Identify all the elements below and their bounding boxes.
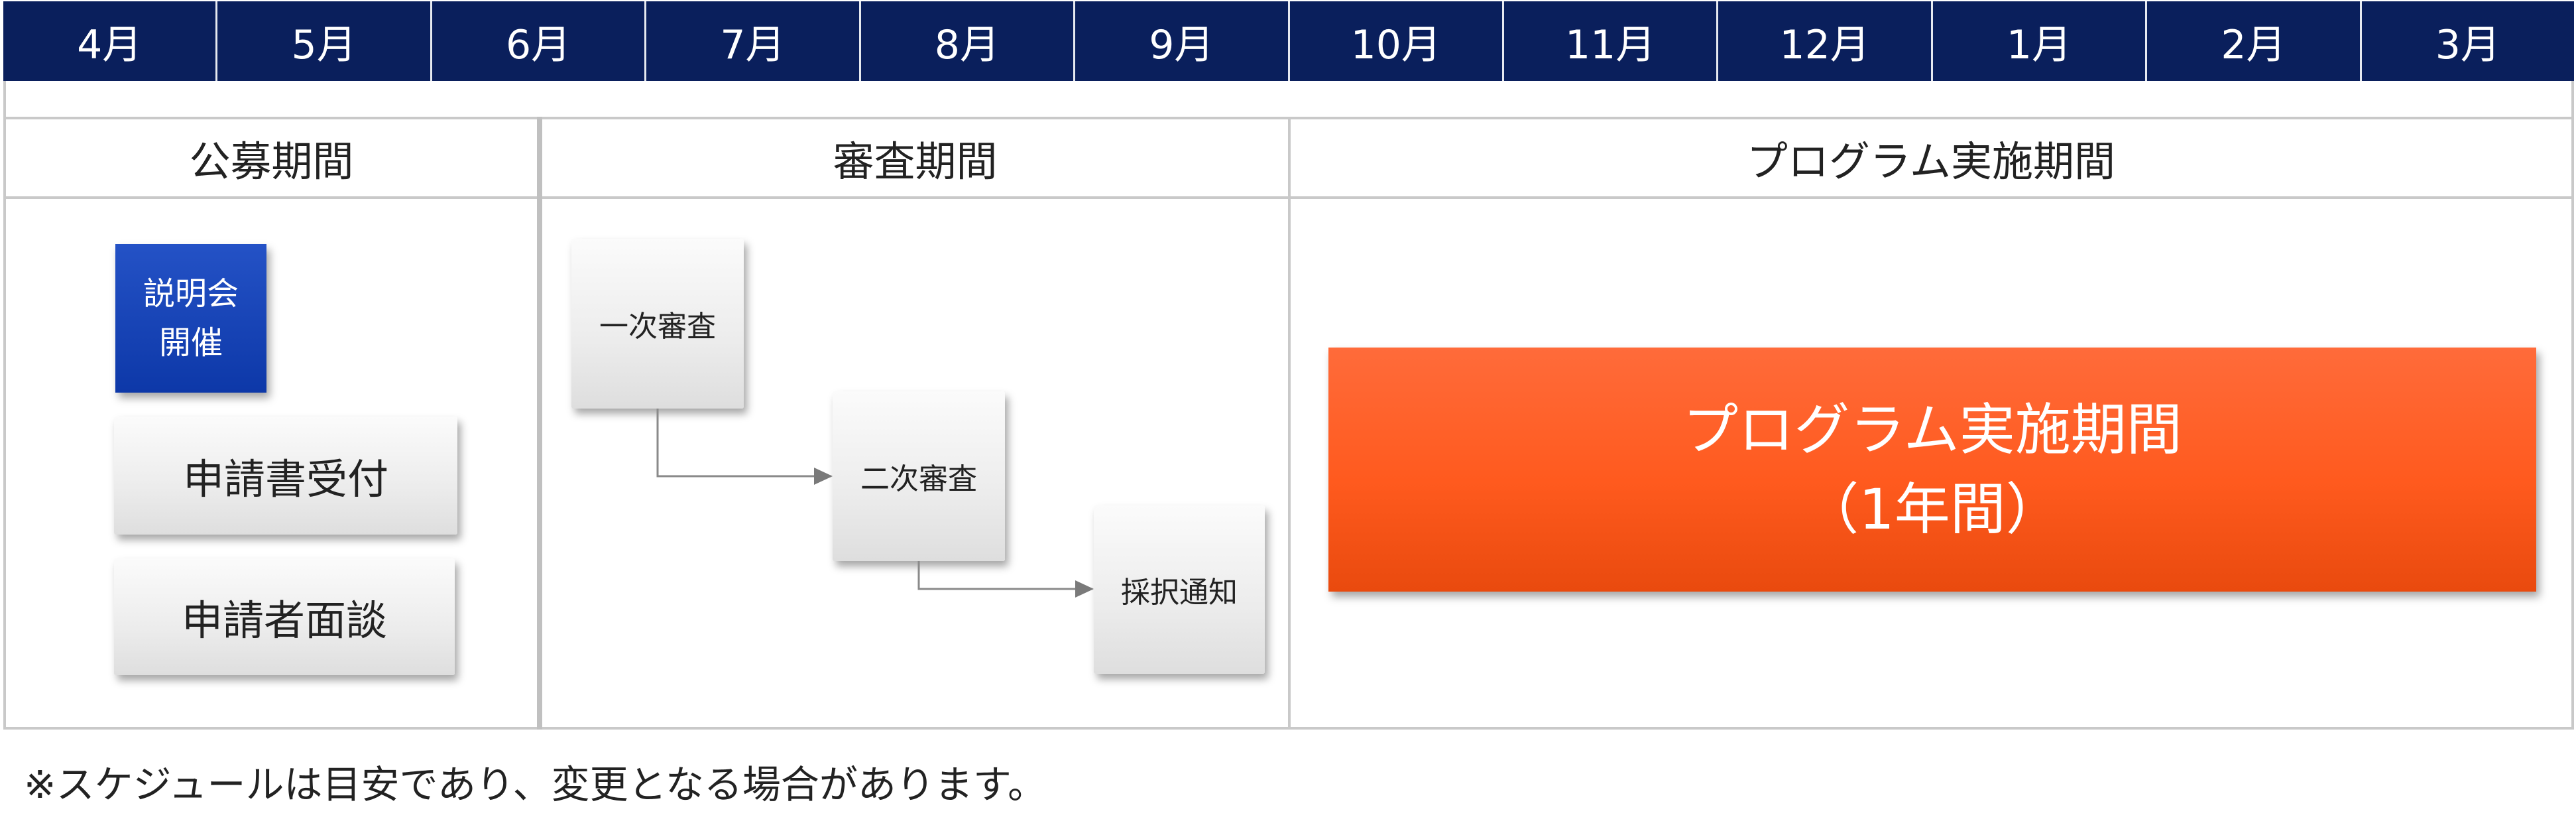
phase-label-program: プログラム実施期間 (1746, 137, 2116, 186)
phase-label-review: 審査期間 (833, 137, 998, 186)
month-cell: 12月 (1718, 1, 1933, 81)
applicant-interview-label: 申請者面談 (181, 596, 387, 645)
program-period-line2: （1年間） (1803, 477, 2062, 542)
selection-notice-label: 採択通知 (1121, 576, 1238, 610)
first-review-label: 一次審査 (599, 310, 716, 344)
program-period-line1: プログラム実施期間 (1682, 397, 2182, 462)
briefing-line2: 開催 (158, 324, 223, 361)
application-intake-box: 申請書受付 (114, 417, 457, 535)
second-review-box: 二次審査 (833, 391, 1005, 561)
divider-recruitment-review (537, 117, 542, 730)
month-cell: 6月 (432, 1, 647, 81)
frame-line-right (2571, 81, 2574, 730)
program-period-box: プログラム実施期間 （1年間） (1328, 348, 2536, 592)
arrow-second-to-notice (917, 561, 1094, 598)
month-cell: 4月 (3, 1, 218, 81)
phase-label-recruitment: 公募期間 (189, 137, 354, 186)
briefing-session-box: 説明会 開催 (115, 244, 266, 393)
month-cell: 2月 (2147, 1, 2362, 81)
first-review-box: 一次審査 (571, 239, 744, 409)
month-cell: 3月 (2435, 21, 2500, 68)
month-cell: 8月 (861, 1, 1076, 81)
month-cell: 1月 (1933, 1, 2148, 81)
briefing-line1: 説明会 (143, 275, 239, 312)
month-cell: 7月 (646, 1, 861, 81)
schedule-note: ※スケジュールは目安であり、変更となる場合があります。 (24, 762, 1047, 807)
second-review-label: 二次審査 (860, 462, 977, 496)
divider-review-program (1288, 117, 1291, 730)
arrow-first-to-second (656, 409, 833, 485)
applicant-interview-box: 申請者面談 (114, 558, 455, 675)
frame-line-left (3, 81, 6, 730)
month-cell: 10月 (1290, 1, 1504, 81)
month-cell: 11月 (1504, 1, 1719, 81)
month-cell: 5月 (217, 1, 432, 81)
selection-notice-box: 採択通知 (1094, 505, 1265, 674)
month-cell: 9月 (1075, 1, 1290, 81)
application-intake-label: 申請書受付 (182, 455, 388, 503)
